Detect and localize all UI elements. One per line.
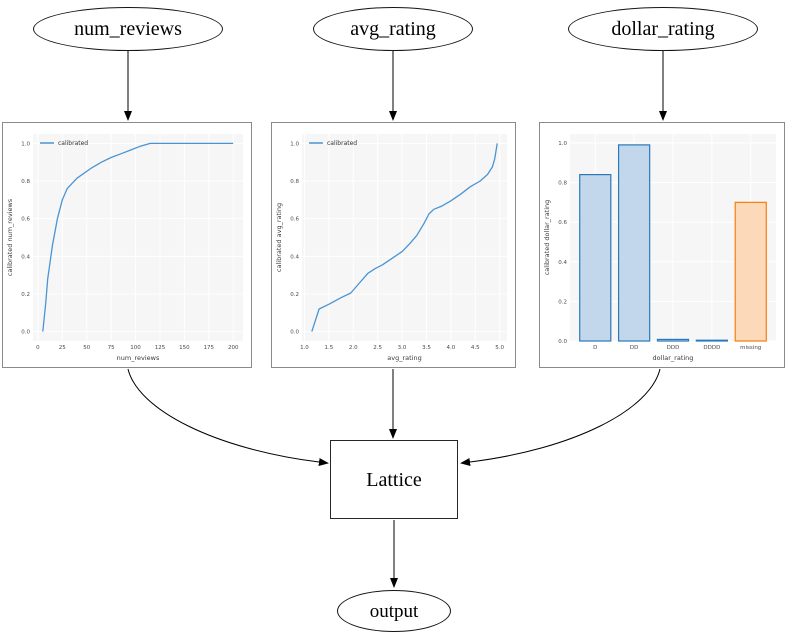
svg-text:1.5: 1.5 — [324, 345, 333, 351]
svg-text:0.8: 0.8 — [290, 179, 299, 185]
svg-text:0.0: 0.0 — [21, 330, 30, 336]
node-lattice-label: Lattice — [366, 468, 422, 491]
svg-text:0.4: 0.4 — [21, 254, 30, 260]
svg-text:25: 25 — [59, 345, 66, 351]
svg-text:avg_rating: avg_rating — [387, 354, 421, 362]
node-num-reviews-label: num_reviews — [74, 18, 182, 40]
svg-text:calibrated avg_rating: calibrated avg_rating — [275, 203, 283, 272]
node-output: output — [337, 590, 451, 632]
svg-text:0.8: 0.8 — [21, 179, 30, 185]
calibrator-plot-num-reviews: 0 25 50 75 100 125 150 175 200 0.0 0.2 0.4 0.6 0.8 1.0… — [2, 122, 252, 368]
svg-text:calibrated dollar_rating: calibrated dollar_rating — [543, 200, 551, 276]
svg-text:1.0: 1.0 — [21, 141, 30, 147]
svg-text:0: 0 — [36, 345, 40, 351]
svg-text:DDD: DDD — [667, 345, 680, 351]
node-dollar-rating-label: dollar_rating — [611, 18, 715, 40]
node-num-reviews: num_reviews — [33, 7, 223, 51]
svg-text:3.0: 3.0 — [398, 345, 407, 351]
svg-text:0.2: 0.2 — [21, 292, 30, 298]
svg-text:missing: missing — [740, 345, 761, 351]
svg-text:100: 100 — [130, 345, 141, 351]
node-dollar-rating: dollar_rating — [568, 7, 758, 51]
svg-text:75: 75 — [108, 345, 115, 351]
svg-text:3.5: 3.5 — [422, 345, 431, 351]
svg-text:125: 125 — [155, 345, 166, 351]
svg-text:5.0: 5.0 — [495, 345, 504, 351]
svg-text:0.6: 0.6 — [290, 217, 299, 223]
svg-text:0.4: 0.4 — [290, 254, 299, 260]
calibrator-chart-num-reviews: 0 25 50 75 100 125 150 175 200 0.0 0.2 0.4 0.6 0.8 1.0… — [6, 134, 243, 362]
node-avg-rating-label: avg_rating — [350, 18, 436, 40]
svg-text:0.6: 0.6 — [558, 220, 567, 226]
node-output-label: output — [369, 600, 419, 622]
svg-text:num_reviews: num_reviews — [117, 354, 160, 362]
svg-text:0.0: 0.0 — [558, 339, 567, 345]
svg-text:0.8: 0.8 — [558, 181, 567, 187]
svg-text:175: 175 — [204, 345, 215, 351]
node-lattice: Lattice — [330, 440, 458, 519]
svg-text:4.5: 4.5 — [471, 345, 480, 351]
svg-text:1.0: 1.0 — [300, 345, 309, 351]
edge-num-reviews-calibrator-to-lattice — [127, 368, 329, 466]
svg-text:2.5: 2.5 — [373, 345, 382, 351]
node-avg-rating: avg_rating — [313, 7, 473, 51]
svg-text:calibrated: calibrated — [327, 140, 357, 147]
svg-text:200: 200 — [228, 345, 239, 351]
svg-text:DDDD: DDDD — [703, 345, 720, 351]
svg-text:0.2: 0.2 — [290, 292, 299, 298]
svg-text:calibrated: calibrated — [58, 140, 88, 147]
svg-text:0.6: 0.6 — [21, 217, 30, 223]
svg-text:0.4: 0.4 — [558, 260, 567, 266]
edge-dollar-rating-calibrator-to-lattice — [460, 368, 661, 466]
svg-text:150: 150 — [179, 345, 190, 351]
svg-text:1.0: 1.0 — [558, 141, 567, 147]
svg-text:D: D — [593, 345, 597, 351]
svg-text:4.0: 4.0 — [446, 345, 455, 351]
svg-text:50: 50 — [83, 345, 90, 351]
svg-text:0.2: 0.2 — [558, 299, 567, 305]
svg-text:1.0: 1.0 — [290, 141, 299, 147]
svg-text:dollar_rating: dollar_rating — [653, 354, 694, 362]
calibrator-plot-avg-rating: 1.0 1.5 2.0 2.5 3.0 3.5 4.0 4.5 5.0 0.0 0.2 0.4 0.6 0… — [271, 122, 516, 368]
svg-text:0.0: 0.0 — [290, 330, 299, 336]
calibrator-chart-avg-rating: 1.0 1.5 2.0 2.5 3.0 3.5 4.0 4.5 5.0 0.0 0.2 0.4 0.6 0… — [275, 134, 507, 362]
svg-text:2.0: 2.0 — [349, 345, 358, 351]
svg-text:DD: DD — [630, 345, 638, 351]
svg-text:calibrated num_reviews: calibrated num_reviews — [6, 198, 14, 276]
